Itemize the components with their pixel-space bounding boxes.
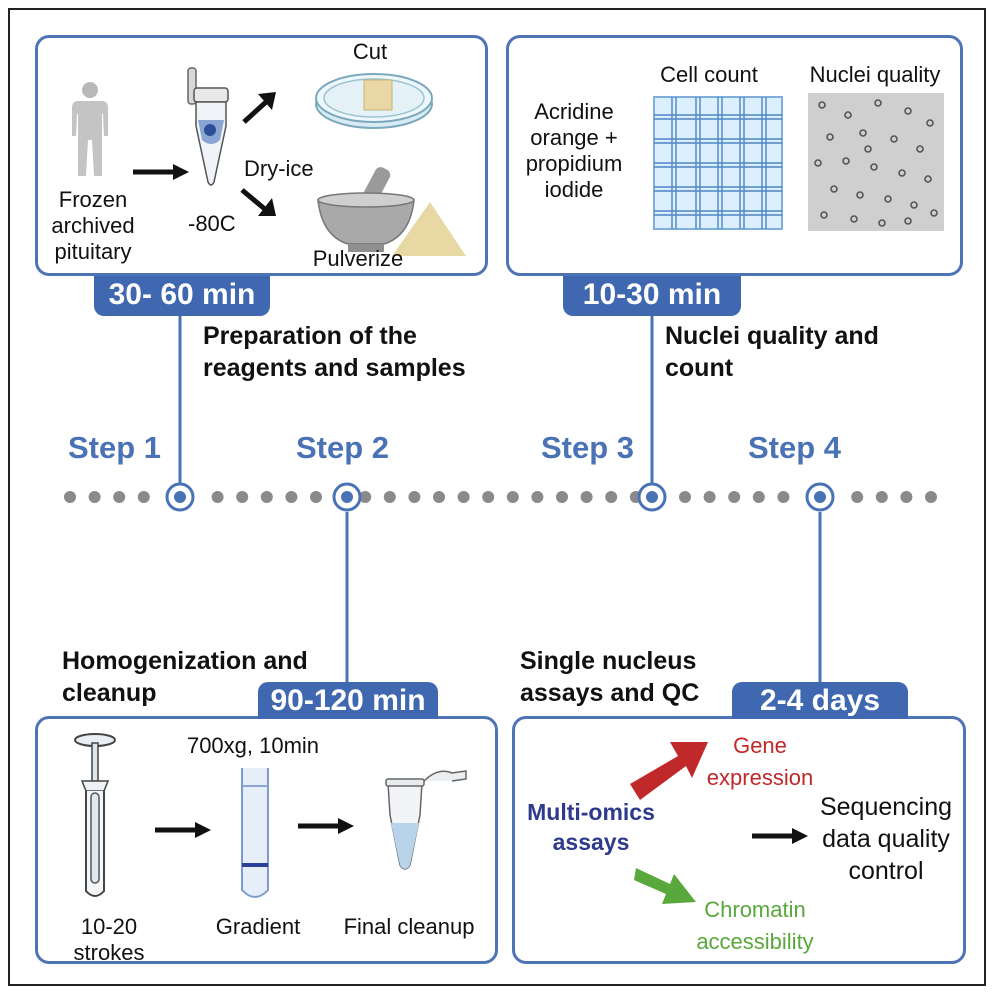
arrow-to-pulverize [240,188,276,216]
step-3-label: Step 3 [541,430,635,465]
timeline-dot [310,491,322,503]
timeline-dot [236,491,249,503]
arrow-to-sequencing [752,828,808,844]
panel-assays [512,716,966,964]
timeline-dot [359,491,372,503]
timeline-dot [605,491,618,503]
final-cleanup-label: Final cleanup [343,914,475,939]
timeline-dot [433,491,445,503]
multiomics-label: Multi-omics assays [527,799,655,855]
arrow-to-final [298,818,354,834]
hemocytometer-grid-icon [653,96,783,230]
temperature-label: -80C [188,211,236,236]
time-badge-step3: 10-30 min [563,276,741,316]
timeline-dot [703,491,716,503]
arrow-to-tube [133,164,189,180]
timeline-dot [457,491,470,503]
timeline-dot [408,491,421,503]
timeline-dot [851,491,864,503]
centrifuge-label: 700xg, 10min [186,733,320,758]
timeline-dot [64,491,76,503]
pulverize-label: Pulverize [312,246,404,271]
timeline-dot [88,491,101,503]
timeline-dot [875,491,888,503]
time-badge-step4: 2-4 days [732,682,908,719]
step-2-label: Step 2 [296,430,390,465]
timeline-dot [506,491,519,503]
stain-label: Acridine orange + propidium iodide [525,99,623,202]
outer-frame [8,8,986,986]
chromatin-label: Chromatin accessibility [696,897,814,954]
cut-label: Cut [352,39,388,64]
petri-dish-icon [315,73,433,129]
timeline-dot [925,491,937,503]
time-badge-step2: 90-120 min [258,682,438,719]
step-1-label: Step 1 [68,430,162,465]
timeline-dot [113,491,126,503]
arrow-to-gradient [155,822,211,838]
arrow-to-cut [242,92,276,124]
timeline-dot [285,491,298,503]
microtube-icon [385,770,467,870]
timeline-dot [728,491,741,503]
sample-tube-icon [187,67,229,186]
timeline-dot [531,491,544,503]
gradient-label: Gradient [215,914,301,939]
timeline-dot [383,491,396,503]
timeline-dot [211,491,224,503]
step2-heading: Homogenization and cleanup [62,647,308,707]
timeline-dot [580,491,593,503]
strokes-label: 10-20 strokes [73,914,145,965]
sequencing-qc-label: Sequencing data quality control [819,793,953,885]
step4-heading: Single nucleus assays and QC [520,647,700,707]
timeline-dot [482,491,495,503]
arrow-chromatin [634,868,696,904]
timeline-dot [556,491,568,503]
arrow-gene-expression [630,742,708,800]
gene-expression-label: Gene expression [706,733,814,790]
step1-heading: Preparation of the reagents and samples [203,322,466,382]
dry-ice-label: Dry-ice [244,156,314,181]
mortar-pestle-icon [317,167,466,256]
nuclei-quality-label: Nuclei quality [809,62,941,87]
timeline-dot [752,491,765,503]
nuclei-micrograph-icon [808,93,944,231]
step-4-label: Step 4 [748,430,842,465]
frozen-pituitary-label: Frozen archived pituitary [51,187,135,264]
cell-count-label: Cell count [660,62,758,87]
step3-heading: Nuclei quality and count [665,322,879,382]
time-badge-step1: 30- 60 min [94,276,270,316]
timeline-dot [777,491,790,503]
timeline-dot [137,491,150,503]
dounce-homogenizer-icon [74,733,116,897]
human-figure-icon [72,82,108,176]
gradient-tube-icon [241,768,269,898]
timeline-dots [64,491,937,503]
timeline-dot [260,491,273,503]
timeline-dot [900,491,913,503]
timeline-dot [679,491,691,503]
